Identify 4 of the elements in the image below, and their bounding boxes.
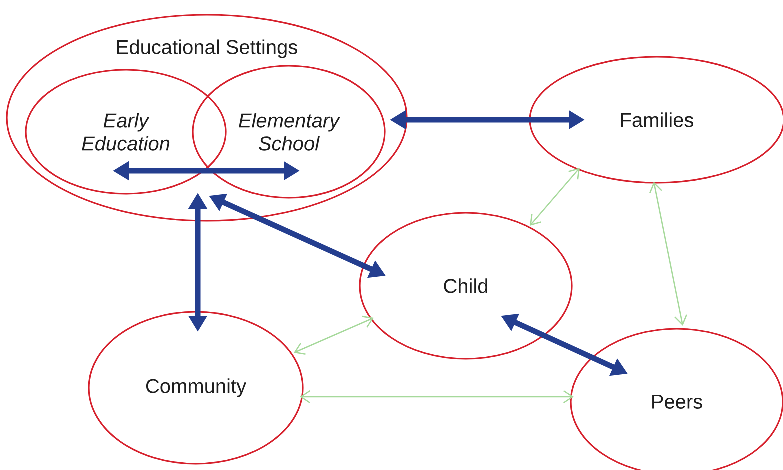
arrow (530, 168, 580, 226)
arrow (650, 182, 688, 326)
arrow (294, 316, 374, 356)
arrow (300, 390, 574, 404)
